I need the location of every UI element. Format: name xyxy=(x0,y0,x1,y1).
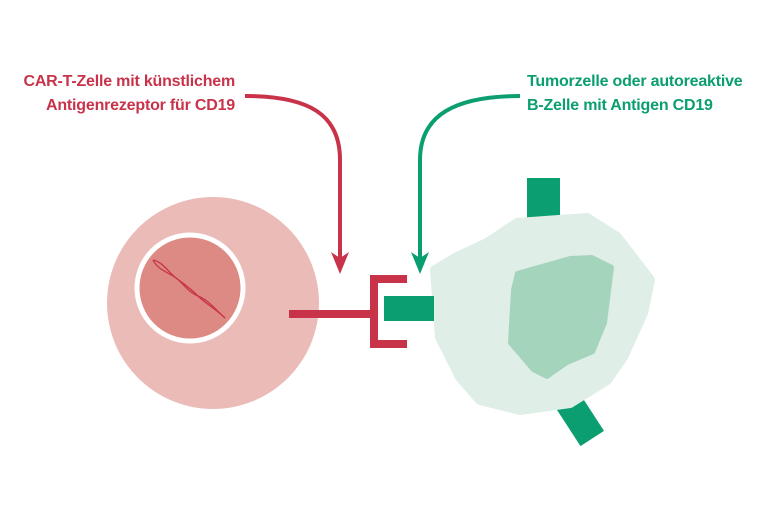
dna-helix-icon xyxy=(152,259,226,319)
tumor-cell xyxy=(384,178,655,447)
car-receptor xyxy=(289,275,407,348)
tumor-nucleus xyxy=(508,255,614,379)
car-t-cell-label: CAR-T-Zelle mit künstlichem Antigenrezep… xyxy=(23,70,235,118)
car-t-label-line2: Antigenrezeptor für CD19 xyxy=(46,97,235,114)
tumor-label-line2: B-Zelle mit Antigen CD19 xyxy=(527,97,713,114)
red-arrow xyxy=(244,94,349,274)
car-t-label-line1: CAR-T-Zelle mit künstlichem xyxy=(23,73,235,90)
tumor-cell-label: Tumorzelle oder autoreaktive B-Zelle mit… xyxy=(527,70,743,118)
cd19-antigen-bound xyxy=(384,296,434,321)
green-arrow xyxy=(411,94,521,274)
car-t-cell xyxy=(107,197,319,409)
tumor-label-line1: Tumorzelle oder autoreaktive xyxy=(527,73,743,90)
